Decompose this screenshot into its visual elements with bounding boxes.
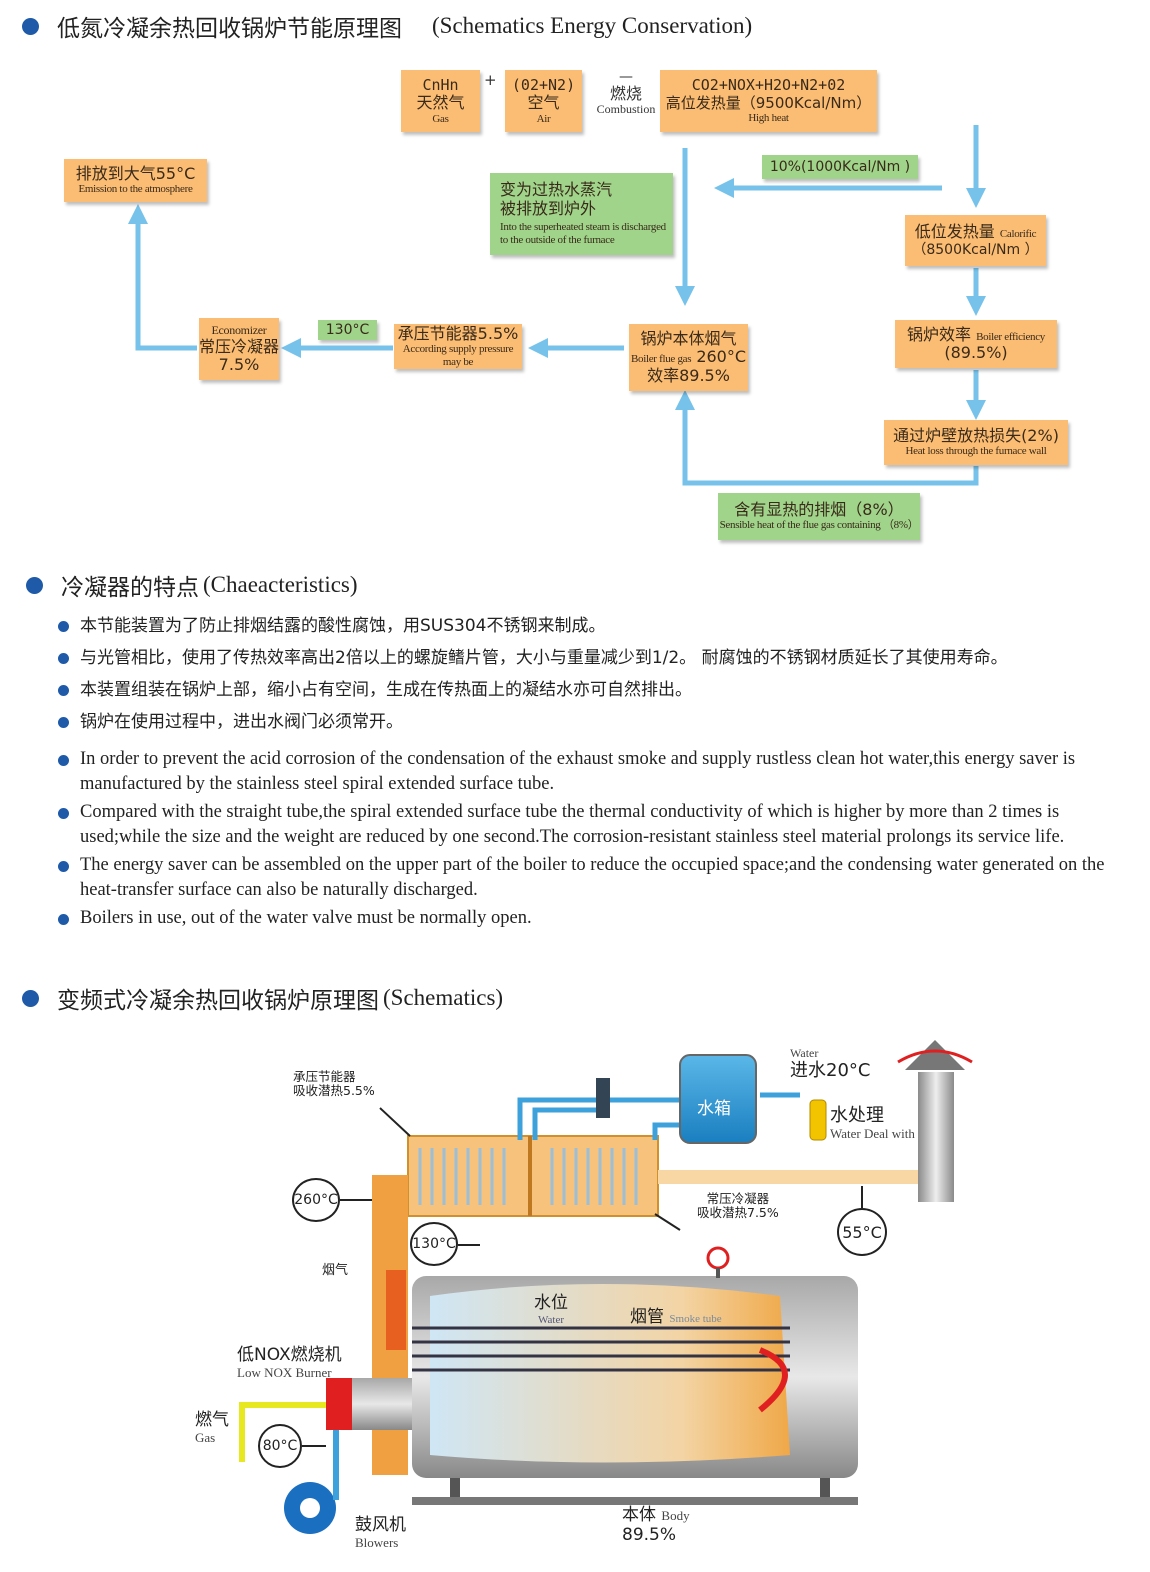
section3-title: 变频式冷凝余热回收锅炉原理图 (Schematics) bbox=[22, 981, 503, 1015]
air-box: (02+N2) 空气 Air bbox=[505, 70, 582, 132]
temp-55-gauge: 55°C bbox=[837, 1208, 887, 1256]
temp-80-gauge: 80°C bbox=[258, 1424, 302, 1468]
section2-title-en: (Chaeacteristics) bbox=[203, 572, 358, 597]
water-tank-label: 水箱 bbox=[697, 1099, 731, 1119]
gas-box: CnHn 天然气 Gas bbox=[401, 70, 480, 132]
bullet-icon bbox=[22, 989, 39, 1007]
boiler-efficiency-box: 锅炉效率 Boiler efficiency (89.5%) bbox=[895, 320, 1057, 368]
temp-260-gauge: 260°C bbox=[292, 1178, 340, 1222]
section2-title-cn: 冷凝器的特点 bbox=[61, 575, 199, 601]
atm-condenser-label: 常压冷凝器 吸收潜热7.5% bbox=[697, 1191, 779, 1221]
heat-exchanger bbox=[407, 1135, 659, 1217]
section3-title-en: (Schematics) bbox=[383, 985, 504, 1010]
ten-percent-box: 10%(1000Kcal/Nm ) bbox=[762, 155, 918, 179]
burner bbox=[326, 1378, 352, 1430]
boiler-water bbox=[430, 1284, 790, 1463]
section1-title-en: (Schematics Energy Conservation) bbox=[432, 13, 753, 38]
burner-label: 低NOX燃烧机 Low NOX Burner bbox=[237, 1345, 342, 1380]
feature-cn-4: 锅炉在使用过程中，进出水阀门必须常开。 bbox=[58, 709, 1138, 741]
plus-sign: + bbox=[484, 71, 497, 89]
temp-130-box: 130°C bbox=[318, 320, 377, 340]
temp-130-gauge: 130°C bbox=[410, 1222, 458, 1266]
water-tank bbox=[679, 1054, 757, 1144]
combustion-label: — 燃烧 Combustion bbox=[596, 69, 656, 116]
body-label: 本体 Body 89.5% bbox=[622, 1505, 690, 1545]
flue-gas-label: 烟气 bbox=[322, 1263, 349, 1278]
arrow-loop-to-flue bbox=[675, 390, 979, 486]
section1-title: 低氮冷凝余热回收锅炉节能原理图 (Schematics Energy Conse… bbox=[22, 9, 752, 43]
blower-label: 鼓风机 Blowers bbox=[355, 1515, 406, 1550]
feature-en-2: Compared with the straight tube,the spir… bbox=[58, 800, 1138, 849]
feature-cn-1: 本节能装置为了防止排烟结露的酸性腐蚀，用SUS304不锈钢来制成。 bbox=[58, 613, 1138, 645]
chimney bbox=[918, 1072, 954, 1202]
flow-arrows bbox=[128, 125, 986, 486]
feature-en-1: In order to prevent the acid corrosion o… bbox=[58, 747, 1138, 796]
features-list: 本节能装置为了防止排烟结露的酸性腐蚀，用SUS304不锈钢来制成。 与光管相比，… bbox=[58, 613, 1138, 935]
gas-label: 燃气 Gas bbox=[195, 1410, 229, 1445]
valve-icon bbox=[706, 1246, 730, 1270]
arrow-to-emission bbox=[128, 204, 197, 351]
emission-box: 排放到大气55°C Emission to the atmosphere bbox=[64, 159, 207, 202]
pump-icon bbox=[596, 1078, 610, 1118]
feature-cn-2: 与光管相比，使用了传热效率高出2倍以上的螺旋鳍片管，大小与重量减少到1/2。 耐… bbox=[58, 645, 1138, 677]
economizer-box: Economizer 常压冷凝器 7.5% bbox=[199, 318, 279, 380]
steam-box: 变为过热水蒸汽 被排放到炉外 Into the superheated stea… bbox=[490, 173, 673, 255]
water-inlet-label: Water 进水20°C bbox=[790, 1046, 871, 1081]
water-treatment-icon bbox=[809, 1099, 827, 1141]
feature-en-3: The energy saver can be assembled on the… bbox=[58, 853, 1138, 902]
section3-title-cn: 变频式冷凝余热回收锅炉原理图 bbox=[57, 988, 379, 1014]
section1-title-cn: 低氮冷凝余热回收锅炉节能原理图 bbox=[57, 16, 402, 42]
pressure-eco-label: 承压节能器 吸收潜热5.5% bbox=[293, 1069, 375, 1099]
feature-en-4: Boilers in use, out of the water valve m… bbox=[58, 906, 1138, 931]
section2-title: 冷凝器的特点 (Chaeacteristics) bbox=[26, 568, 358, 602]
sensible-heat-box: 含有显热的排烟（8%） Sensible heat of the flue ga… bbox=[718, 493, 920, 540]
flue-gas-box: 锅炉本体烟气 Boiler flue gas 260°C 效率89.5% bbox=[629, 324, 748, 391]
boiler-schematic bbox=[239, 1040, 973, 1534]
smoke-tube-label: 烟管 Smoke tube bbox=[630, 1307, 722, 1327]
bullet-icon bbox=[26, 576, 43, 594]
water-treatment-label: 水处理 Water Deal with bbox=[830, 1105, 915, 1141]
high-heat-box: CO2+NOX+H2O+N2+02 高位发热量（9500Kcal/Nm） Hig… bbox=[660, 70, 877, 132]
low-heat-box: 低位发热量 Calorific （8500Kcal/Nm ） bbox=[905, 215, 1046, 266]
pressure-saver-box: 承压节能器5.5% According supply pressure may … bbox=[394, 324, 522, 369]
water-level-label: 水位 Water bbox=[534, 1293, 568, 1326]
feature-cn-3: 本装置组装在锅炉上部，缩小占有空间，生成在传热面上的凝结水亦可自然排出。 bbox=[58, 677, 1138, 709]
wall-loss-box: 通过炉壁放热损失(2%) Heat loss through the furna… bbox=[884, 420, 1068, 465]
bullet-icon bbox=[22, 17, 39, 35]
